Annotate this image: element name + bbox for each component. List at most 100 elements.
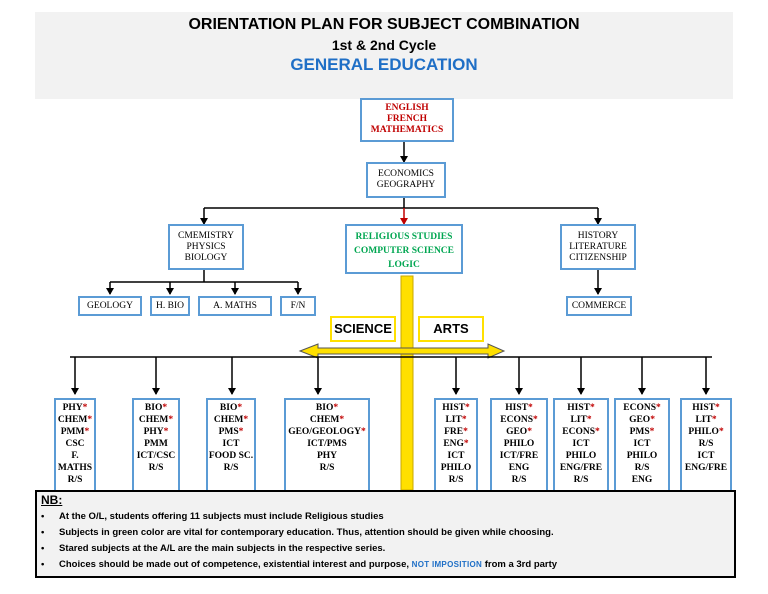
star-marker: * (589, 403, 595, 413)
star-marker: * (333, 403, 339, 413)
economics-geography-box: ECONOMICS GEOGRAPHY (366, 162, 446, 198)
science-label: SCIENCE (330, 316, 396, 342)
star-marker: * (650, 415, 655, 425)
star-marker: * (237, 403, 243, 413)
star-marker: * (168, 415, 174, 425)
core-subject: ENGLISH (385, 103, 429, 113)
core-subject: FRENCH (386, 114, 428, 124)
series-subject: CHEM* (57, 415, 93, 425)
series-subject: PHY (316, 451, 338, 461)
series-subject: PHY* (62, 403, 88, 413)
series-subject: ECONS* (562, 427, 600, 437)
star-marker: * (87, 415, 93, 425)
option-h-bio: H. BIO (150, 296, 190, 316)
series-subject: CHEM* (309, 415, 345, 425)
nb-highlight: NOT IMPOSITION (411, 560, 483, 569)
header-banner: ORIENTATION PLAN FOR SUBJECT COMBINATION… (35, 12, 733, 99)
star-marker: * (718, 427, 724, 437)
star-marker: * (527, 427, 532, 437)
star-marker: * (463, 427, 468, 437)
series-subject: R/S (448, 475, 464, 485)
option-commerce: COMMERCE (566, 296, 632, 316)
nb-note-text: from a 3rd party (482, 559, 558, 570)
series-subject: FRE* (444, 427, 468, 437)
nb-note-text: Choices should be made out of competence… (59, 559, 412, 570)
star-marker: * (714, 403, 720, 413)
page-subtitle: 1st & 2nd Cycle (331, 37, 437, 53)
series-subject: R/S (573, 475, 589, 485)
series-subject: PMS* (218, 427, 244, 437)
series-subject: PHILO (626, 451, 658, 461)
series-subject: PHY* (143, 427, 169, 437)
series-subject: F. MATHS (57, 451, 93, 473)
series-subject: PHILO* (688, 427, 724, 437)
star-marker: * (163, 427, 169, 437)
vital-subject: RELIGIOUS STUDIES (355, 232, 453, 242)
star-marker: * (586, 415, 592, 425)
series-subject: R/S (148, 463, 164, 473)
series-subject: R/S (319, 463, 335, 473)
subject-label: ECONOMICS (378, 169, 434, 179)
series-subject: ECONS* (500, 415, 538, 425)
series-subject: ICT (447, 451, 465, 461)
series-subject: ICT/PMS (307, 439, 347, 449)
star-marker: * (532, 415, 538, 425)
series-subject: HIST* (567, 403, 595, 413)
science-stream-box: CMEMISTRY PHYSICS BIOLOGY (168, 224, 244, 270)
star-marker: * (464, 403, 470, 413)
nb-note-last: Choices should be made out of competence… (41, 557, 557, 573)
series-subject: CHEM* (138, 415, 174, 425)
star-marker: * (162, 403, 168, 413)
series-subject: ENG/FRE (684, 463, 728, 473)
page-title: ORIENTATION PLAN FOR SUBJECT COMBINATION (188, 16, 580, 33)
nb-note: At the O/L, students offering 11 subject… (41, 509, 557, 525)
subject-label: PHYSICS (186, 242, 226, 252)
nb-note: Stared subjects at the A/L are the main … (41, 541, 557, 557)
series-subject: LIT* (445, 415, 467, 425)
series-subject: CHEM* (213, 415, 249, 425)
series-subject: GEO* (506, 427, 532, 437)
vital-subject: LOGIC (388, 260, 420, 270)
double-arrow (298, 343, 506, 359)
subject-label: GEOGRAPHY (376, 180, 436, 190)
option-a-maths: A. MATHS (198, 296, 272, 316)
subject-label: HISTORY (577, 231, 619, 241)
subject-label: CMEMISTRY (178, 231, 234, 241)
series-subject: PHILO (440, 463, 472, 473)
series-subject: LIT* (695, 415, 717, 425)
series-subject: ICT (633, 439, 651, 449)
series-subject: ICT (222, 439, 240, 449)
subject-label: LITERATURE (569, 242, 627, 252)
series-subject: R/S (511, 475, 527, 485)
series-subject: ECONS* (623, 403, 661, 413)
series-subject: PMM* (60, 427, 90, 437)
series-subject: ICT/FRE (499, 451, 539, 461)
series-subject: PHILO (503, 439, 535, 449)
education-title: GENERAL EDUCATION (290, 55, 478, 74)
series-subject: ENG* (443, 439, 469, 449)
arts-label: ARTS (418, 316, 484, 342)
star-marker: * (238, 427, 244, 437)
series-subject: LIT* (570, 415, 592, 425)
series-subject: BIO* (219, 403, 243, 413)
star-marker: * (243, 415, 249, 425)
star-marker: * (711, 415, 717, 425)
star-marker: * (594, 427, 600, 437)
option-geology: GEOLOGY (78, 296, 142, 316)
series-subject: CSC (65, 439, 85, 449)
vertical-yellow-bar (400, 275, 414, 491)
series-subject: GEO/GEOLOGY* (288, 427, 366, 437)
star-marker: * (649, 427, 655, 437)
series-subject: R/S (634, 463, 650, 473)
star-marker: * (339, 415, 345, 425)
series-subject: PHILO (565, 451, 597, 461)
